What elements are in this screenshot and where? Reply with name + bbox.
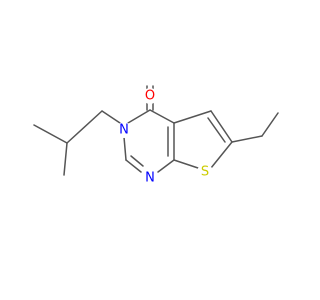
nitrogen-n3-atom: N [116,122,132,138]
bond-c5-c6-b [207,117,226,143]
nitrogen-n3-label: N [119,123,129,138]
bond-ch-ch3-bottom [63,142,68,176]
nitrogen-n1-label: N [145,171,155,186]
sulfur-label: S [201,165,209,180]
atom-labels: O N N S [116,88,213,186]
bond-c6-s [210,141,233,169]
bond-n1-c7a [157,159,175,173]
bond-ch2-ch [66,110,103,144]
sulfur-atom: S [197,164,213,180]
bonds [33,85,279,176]
bond-c5-c6-a [210,110,233,143]
molecule-structure: O N N S [33,85,279,186]
nitrogen-n1-atom: N [142,170,158,186]
oxygen-atom: O [142,88,158,104]
bond-c6-ethyl-ch2 [231,135,263,143]
bond-n3-isobutyl-ch2 [101,110,121,124]
bond-c4a-c4 [149,109,175,124]
bond-c2-n1-a [125,159,142,173]
bond-c2-n1-b [130,155,144,167]
bond-ethyl-ch2-ch3 [261,112,279,137]
bond-c4a-c5 [173,110,212,124]
bond-n3-c2 [123,136,127,161]
bond-ch-ch3-top [33,124,68,144]
oxygen-label: O [145,89,155,104]
bond-c4-n3 [127,109,151,124]
bond-s-c7a [173,159,199,169]
